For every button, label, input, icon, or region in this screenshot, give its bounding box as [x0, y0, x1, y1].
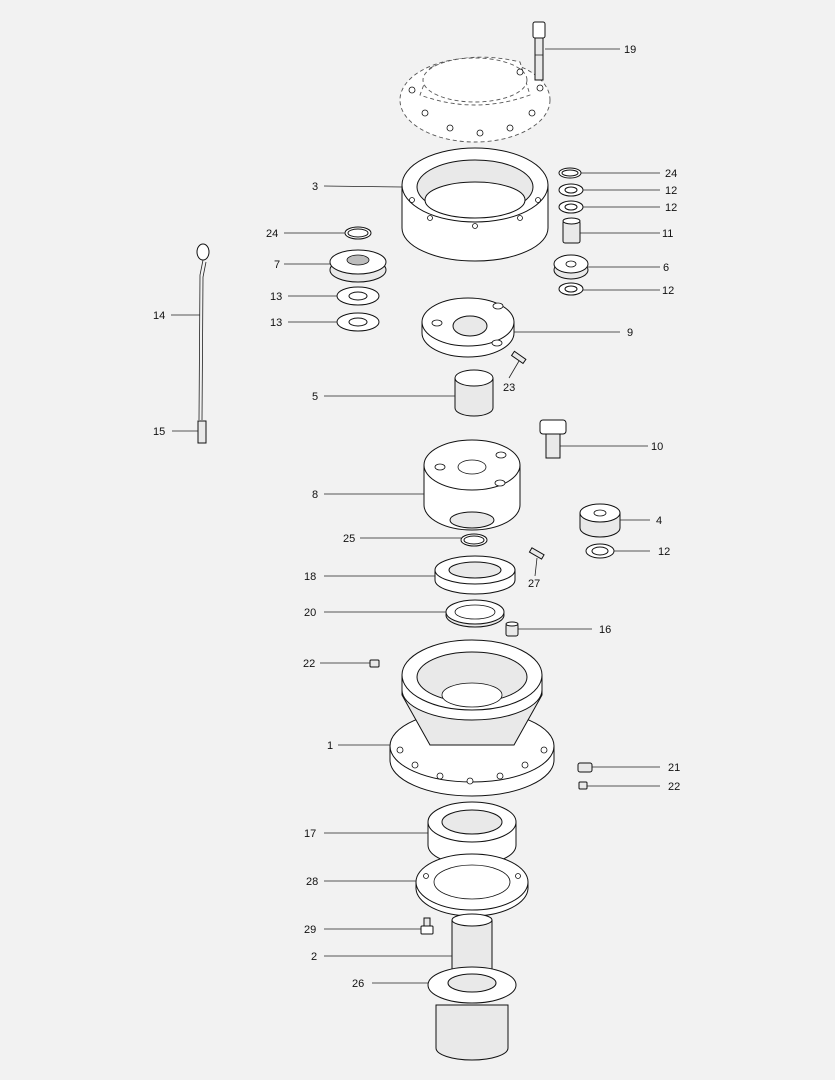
callout-9: 9: [627, 327, 633, 339]
callout-23: 23: [503, 382, 515, 394]
callout-1: 1: [327, 740, 333, 752]
callout-15: 15: [153, 426, 165, 438]
washer-part-13-b: [336, 312, 380, 332]
callout-12: 12: [665, 202, 677, 214]
callout-12: 12: [662, 285, 674, 297]
snap-ring-part-25: [460, 533, 488, 547]
plate-part-28: [415, 853, 529, 917]
callout-18: 18: [304, 571, 316, 583]
callout-19: 19: [624, 44, 636, 56]
callout-26: 26: [352, 978, 364, 990]
carrier-part-8: [423, 439, 521, 531]
callout-13: 13: [270, 317, 282, 329]
callout-12: 12: [665, 185, 677, 197]
housing-part-1: [389, 639, 555, 797]
callout-21: 21: [668, 762, 680, 774]
callout-2: 2: [311, 951, 317, 963]
callout-27: 27: [528, 578, 540, 590]
washer-part-12-a: [558, 183, 584, 197]
shaft-part-10: [539, 419, 567, 459]
callout-10: 10: [651, 441, 663, 453]
callout-28: 28: [306, 876, 318, 888]
planet-gear-part-7: [329, 249, 387, 283]
spring-pin-part-27: [528, 547, 545, 560]
callout-7: 7: [274, 259, 280, 271]
callout-3: 3: [312, 181, 318, 193]
callout-13: 13: [270, 291, 282, 303]
callout-24: 24: [665, 168, 677, 180]
dipstick-part-14: [196, 243, 210, 421]
seal-part-20: [445, 599, 505, 628]
callout-leaders: [171, 48, 660, 984]
washer-part-12-c: [558, 282, 584, 296]
callout-29: 29: [304, 924, 316, 936]
callout-4: 4: [656, 515, 662, 527]
callout-22: 22: [668, 781, 680, 793]
bolt-part-19: [532, 21, 546, 81]
plug-part-22-a: [369, 659, 380, 668]
seal-ring-part-26: [427, 966, 517, 1004]
washer-part-12-b: [558, 200, 584, 214]
spring-pin-part-23: [510, 350, 527, 365]
bearing-part-17: [427, 801, 517, 866]
callout-24: 24: [266, 228, 278, 240]
bearing-part-18: [434, 555, 516, 595]
ring-gear-part-3: [401, 147, 549, 262]
callout-5: 5: [312, 391, 318, 403]
callout-17: 17: [304, 828, 316, 840]
bolt-part-29: [420, 917, 434, 935]
snap-ring-part-24-b: [344, 226, 372, 240]
callout-labels: 19 3 24 12 12 11 24 7 6 12 13 13 14 9 23…: [153, 44, 680, 990]
washer-part-13-a: [336, 286, 380, 306]
callout-8: 8: [312, 489, 318, 501]
callout-22: 22: [303, 658, 315, 670]
planet-gear-part-6: [553, 254, 589, 280]
callout-16: 16: [599, 624, 611, 636]
callout-14: 14: [153, 310, 165, 322]
callout-12: 12: [658, 546, 670, 558]
sun-gear-part-5: [454, 369, 494, 417]
pipe-part-15: [197, 420, 207, 444]
callout-11: 11: [662, 228, 673, 240]
planet-gear-part-4: [579, 503, 621, 538]
carrier-part-9: [421, 297, 515, 358]
washer-part-12-d: [585, 543, 615, 559]
callout-25: 25: [343, 533, 355, 545]
plug-part-21: [577, 762, 593, 773]
pin-part-11: [562, 217, 581, 244]
callout-6: 6: [663, 262, 669, 274]
pin-part-16: [505, 621, 519, 637]
callout-20: 20: [304, 607, 316, 619]
plug-part-22-b: [578, 781, 588, 790]
top-cover-part-19: [399, 56, 551, 143]
snap-ring-part-24: [558, 167, 582, 179]
